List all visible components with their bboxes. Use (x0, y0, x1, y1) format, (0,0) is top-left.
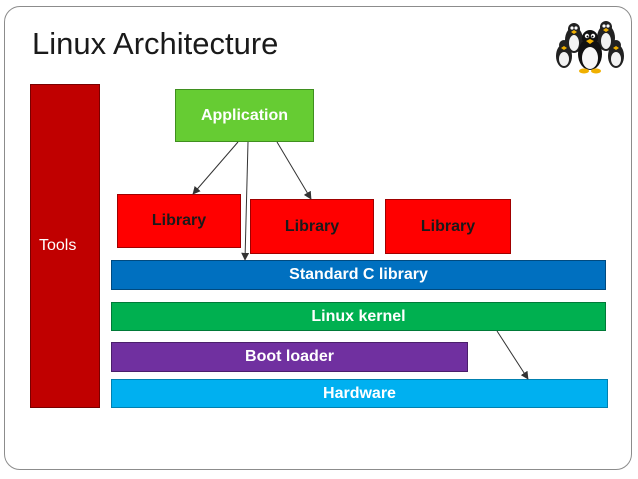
library-block-3: Library (385, 199, 511, 254)
tux-penguins-icon (556, 21, 624, 74)
hardware-block: Hardware (111, 379, 608, 408)
application-label: Application (200, 106, 289, 124)
library-label: Library (151, 212, 207, 229)
library-block-1: Library (117, 194, 241, 248)
boot-loader-label: Boot loader (245, 348, 334, 365)
boot-loader-block: Boot loader (111, 342, 468, 372)
linux-kernel-label: Linux kernel (311, 307, 406, 325)
standard-c-library-block: Standard C library (111, 260, 606, 290)
page-title: Linux Architecture (32, 26, 279, 61)
tools-label: Tools (39, 237, 77, 254)
library-label: Library (420, 217, 476, 235)
linux-kernel-block: Linux kernel (111, 302, 606, 331)
library-block-2: Library (250, 199, 374, 254)
hardware-label: Hardware (323, 384, 396, 402)
standard-c-library-label: Standard C library (289, 266, 428, 283)
tools-block: Tools (30, 84, 100, 408)
application-block: Application (175, 89, 314, 142)
library-label: Library (284, 217, 340, 235)
